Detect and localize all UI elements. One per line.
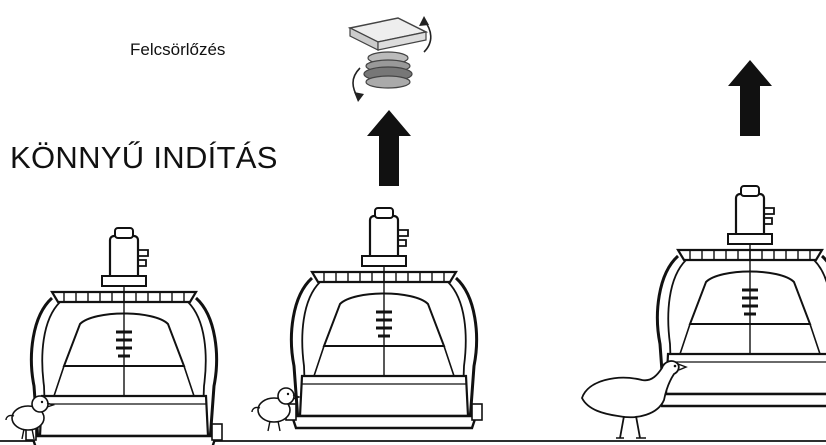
goose-icon bbox=[581, 360, 688, 439]
feeder-pan-icon bbox=[24, 226, 224, 445]
up-arrow-icon bbox=[367, 110, 411, 186]
up-arrow-icon bbox=[728, 60, 772, 136]
winch-label: Felcsörlőzés bbox=[130, 40, 226, 59]
feeder-pan-icon bbox=[284, 206, 484, 430]
winch-icon bbox=[347, 16, 432, 102]
easy-start-title: KÖNNYŰ INDÍTÁS bbox=[10, 140, 278, 175]
feeder-pan-icon bbox=[650, 184, 826, 408]
